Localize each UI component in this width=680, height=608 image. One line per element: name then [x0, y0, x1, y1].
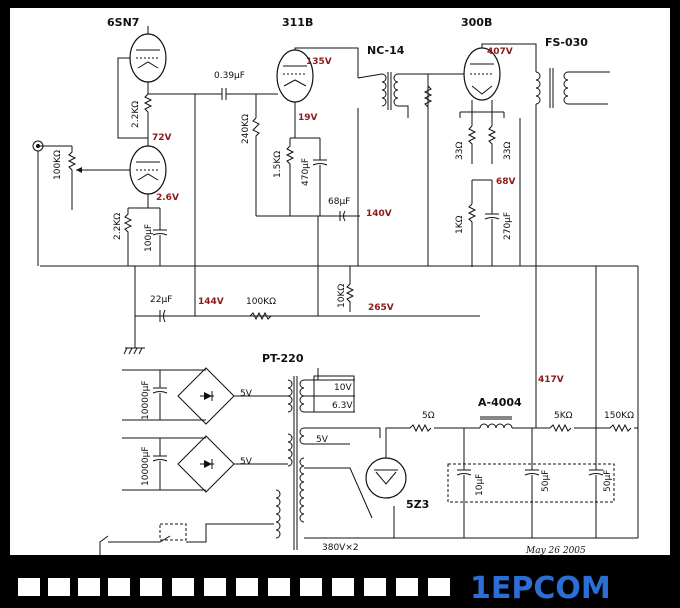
c-10000-a-label: 10000μF: [141, 380, 151, 420]
cap-coupling-label: 0.39μF: [214, 71, 245, 81]
c-50uf-a-label: 50μF: [541, 470, 551, 492]
c-cathode-6sn7-label: 100μF: [144, 224, 154, 252]
watermark-block: [18, 578, 40, 596]
c-cathode-311b-label: 470μF: [301, 158, 311, 186]
pt220-label: PT-220: [262, 352, 304, 365]
watermark-block: [236, 578, 258, 596]
ground-symbol: [123, 347, 145, 355]
schematic-sheet: 6SN7 2.2KΩ 72V 2.6V 2.2KΩ 100μF 100KΩ 22…: [10, 8, 670, 555]
winding-10v: 10V: [334, 383, 352, 393]
output-transformer: [535, 68, 569, 108]
nc14-label: NC-14: [367, 44, 405, 57]
c-270uf-label: 270μF: [503, 212, 513, 240]
r-150k-label: 150KΩ: [604, 411, 634, 421]
resistor-grid-311b: [252, 117, 260, 216]
c-10000-b-label: 10000μF: [141, 446, 151, 486]
choke-a4004: [479, 416, 513, 429]
c-10uf-label: 10μF: [475, 474, 485, 496]
watermark-block: [78, 578, 100, 596]
voltage-135v: 135V: [306, 57, 332, 67]
voltage-407v: 407V: [487, 47, 513, 57]
resistor-5k: [549, 423, 572, 433]
voltage-265v: 265V: [368, 303, 394, 313]
c-22uf-label: 22μF: [150, 295, 172, 305]
voltage-144v: 144V: [198, 297, 224, 307]
r-plate-6sn7-label: 2.2KΩ: [131, 101, 141, 128]
r-100k-label: 100KΩ: [246, 297, 276, 307]
volume-label: 100KΩ: [53, 150, 63, 180]
tube-311b-label: 311B: [282, 16, 313, 29]
voltage-417v: 417V: [538, 375, 564, 385]
c-68uf-label: 68μF: [328, 197, 350, 207]
r-33a-label: 33Ω: [455, 142, 465, 160]
r-cathode-6sn7-label: 2.2KΩ: [113, 213, 123, 240]
voltage-140v: 140V: [366, 209, 392, 219]
watermark-block: [204, 578, 226, 596]
c-50uf-b-label: 50μF: [603, 470, 613, 492]
watermark-block: [396, 578, 418, 596]
r-1k-label: 1KΩ: [455, 215, 465, 234]
r-5ohm-label: 5Ω: [422, 411, 435, 421]
watermark-block: [140, 578, 162, 596]
tube-300b: [463, 47, 501, 101]
filter-cap-box: [447, 463, 615, 503]
resistor-150k: [609, 423, 632, 433]
date-label: May 26 2005: [525, 546, 586, 555]
voltage-2-6v: 2.6V: [156, 193, 179, 203]
watermark-block: [300, 578, 322, 596]
resistor-5ohm: [409, 423, 432, 433]
winding-63v: 6.3V: [332, 401, 353, 411]
resistor-33-a: [467, 125, 477, 164]
r-grid-311b-label: 240KΩ: [241, 114, 251, 144]
watermark-logo: 1EPCOM: [470, 571, 611, 606]
watermark-block: [364, 578, 386, 596]
r-cathode-311b-label: 1.5KΩ: [273, 151, 283, 178]
voltage-72v: 72V: [152, 133, 172, 143]
fs030-label: FS-030: [545, 36, 588, 49]
tube-300b-label: 300B: [461, 16, 492, 29]
mains-switch-box: [159, 523, 187, 541]
tube-6sn7-label: 6SN7: [107, 16, 139, 29]
voltage-68v: 68V: [496, 177, 516, 187]
resistor-cathode-311b: [285, 138, 295, 216]
watermark-block: [172, 578, 194, 596]
amplifier-schematic: 6SN7 2.2KΩ 72V 2.6V 2.2KΩ 100μF 100KΩ 22…: [32, 16, 639, 555]
watermark-block: [332, 578, 354, 596]
r-33b-label: 33Ω: [503, 142, 513, 160]
watermark-block: [428, 578, 450, 596]
watermark-block: [48, 578, 70, 596]
tube-5z3-label: 5Z3: [406, 498, 429, 511]
choke-label: A-4004: [478, 396, 522, 409]
interstage-transformer: [381, 72, 399, 110]
resistor-10k: [345, 266, 355, 312]
watermark-block: [268, 578, 290, 596]
watermark-block: [108, 578, 130, 596]
winding-380v: 380V×2: [322, 543, 359, 553]
r-5k-label: 5KΩ: [554, 411, 573, 421]
power-transformer: [275, 376, 305, 550]
voltage-19v: 19V: [298, 113, 318, 123]
resistor-33-b: [487, 125, 497, 164]
winding-5v-rect: 5V: [316, 435, 329, 445]
winding-5v-a: 5V: [240, 389, 253, 399]
volume-pot: [67, 146, 77, 210]
resistor-cathode-6sn7: [123, 208, 133, 242]
resistor-plate-6sn7: [143, 93, 153, 113]
resistor-interstage-load: [423, 85, 433, 108]
resistor-1k: [467, 203, 477, 267]
winding-5v-b: 5V: [240, 457, 253, 467]
r-10k-label: 10KΩ: [337, 284, 347, 308]
resistor-100k: [249, 311, 272, 321]
